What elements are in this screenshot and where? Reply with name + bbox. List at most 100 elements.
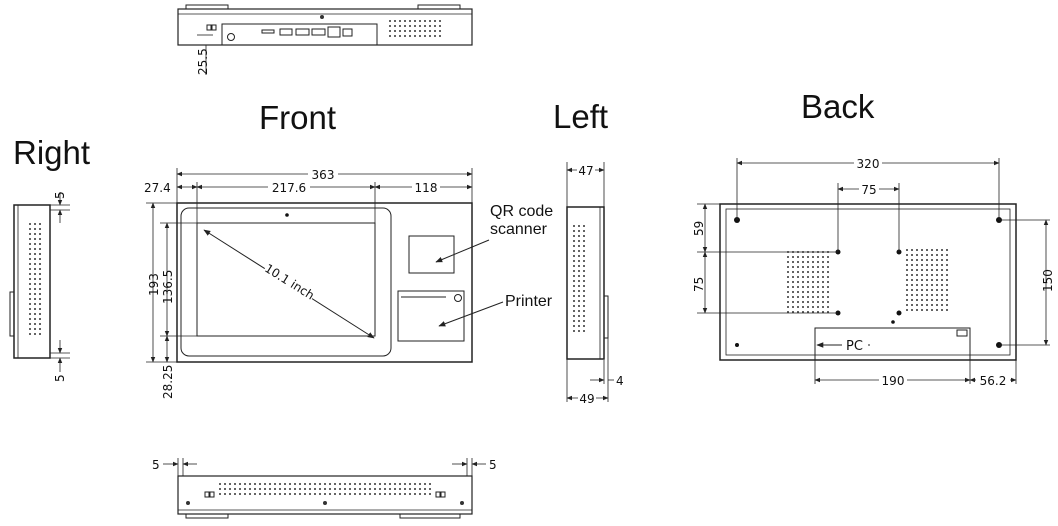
vent-hole: [419, 35, 421, 37]
vent-hole: [797, 286, 799, 288]
vent-hole: [807, 296, 809, 298]
vent-hole: [573, 280, 575, 282]
vent-hole: [792, 261, 794, 263]
vent-hole: [822, 301, 824, 303]
vent-hole: [404, 493, 406, 495]
vent-hole: [434, 30, 436, 32]
screw-icon: [460, 501, 464, 505]
vent-hole: [792, 296, 794, 298]
vent-hole: [573, 245, 575, 247]
vent-hole: [797, 296, 799, 298]
vent-hole: [906, 279, 908, 281]
vent-hole: [926, 294, 928, 296]
vent-hole: [797, 256, 799, 258]
vent-hole: [244, 493, 246, 495]
vent-hole: [822, 266, 824, 268]
vent-hole: [787, 306, 789, 308]
vent-hole: [817, 301, 819, 303]
vent-hole: [921, 249, 923, 251]
vent-hole: [817, 286, 819, 288]
top-view: 25.5: [177, 4, 473, 75]
power-jack-icon: [227, 33, 235, 41]
vent-hole: [279, 493, 281, 495]
dim-bottom-left: 5: [152, 458, 160, 472]
vent-hole: [329, 493, 331, 495]
vent-hole: [802, 256, 804, 258]
vent-hole: [424, 20, 426, 22]
vent-hole: [34, 323, 36, 325]
vent-hole: [573, 250, 575, 252]
vent-hole: [936, 264, 938, 266]
vent-hole: [946, 284, 948, 286]
vent-hole: [394, 488, 396, 490]
vent-hole: [324, 488, 326, 490]
vent-hole: [583, 230, 585, 232]
vent-hole: [583, 320, 585, 322]
vent-hole: [578, 320, 580, 322]
vent-hole: [807, 261, 809, 263]
vent-hole: [578, 305, 580, 307]
vent-hole: [239, 493, 241, 495]
dim-left-top: 47: [578, 164, 593, 178]
vent-hole: [384, 488, 386, 490]
vent-hole: [409, 483, 411, 485]
vent-hole: [817, 276, 819, 278]
vent-hole: [921, 274, 923, 276]
vent-hole: [429, 25, 431, 27]
callout-qr-line1: QR code: [490, 203, 553, 220]
bottom-view-body: [177, 475, 473, 515]
vent-hole: [34, 243, 36, 245]
dim-back-width: 320: [857, 157, 880, 171]
vent-hole: [389, 20, 391, 22]
vent-hole: [284, 493, 286, 495]
back-view-inner: [725, 208, 1011, 356]
vent-hole: [234, 493, 236, 495]
vent-hole: [578, 295, 580, 297]
vent-hole: [334, 488, 336, 490]
vent-hole: [264, 488, 266, 490]
vent-hole: [39, 318, 41, 320]
vent-hole: [289, 493, 291, 495]
vent-hole: [404, 20, 406, 22]
vent-hole: [578, 280, 580, 282]
vent-hole: [916, 264, 918, 266]
vent-hole: [249, 488, 251, 490]
vent-hole: [926, 249, 928, 251]
vent-hole: [389, 483, 391, 485]
vent-hole: [244, 488, 246, 490]
vent-hole: [916, 269, 918, 271]
vent-hole: [827, 256, 829, 258]
vent-hole: [334, 493, 336, 495]
vent-hole: [399, 20, 401, 22]
vent-hole: [936, 269, 938, 271]
vent-hole: [921, 259, 923, 261]
vent-hole: [254, 488, 256, 490]
vent-hole: [573, 260, 575, 262]
vent-hole: [578, 225, 580, 227]
vent-hole: [941, 299, 943, 301]
vent-hole: [39, 308, 41, 310]
vent-hole: [399, 30, 401, 32]
vent-hole: [578, 285, 580, 287]
vent-hole: [424, 30, 426, 32]
diagonal-size-label: 10.1 inch: [262, 261, 317, 302]
vent-hole: [578, 240, 580, 242]
vent-hole: [573, 265, 575, 267]
vent-hole: [229, 493, 231, 495]
io-panel: [221, 23, 378, 46]
vent-hole: [394, 30, 396, 32]
vent-hole: [817, 256, 819, 258]
vent-hole: [573, 230, 575, 232]
vent-hole: [39, 313, 41, 315]
screw-icon: [320, 15, 324, 19]
vent-hole: [414, 20, 416, 22]
bottom-view-foot-right: [399, 513, 461, 519]
vent-hole: [354, 483, 356, 485]
vent-hole: [931, 264, 933, 266]
vent-hole: [34, 313, 36, 315]
vent-hole: [34, 288, 36, 290]
view-title-front: Front: [259, 99, 336, 136]
vent-hole: [931, 299, 933, 301]
vent-hole: [911, 259, 913, 261]
vent-hole: [349, 493, 351, 495]
